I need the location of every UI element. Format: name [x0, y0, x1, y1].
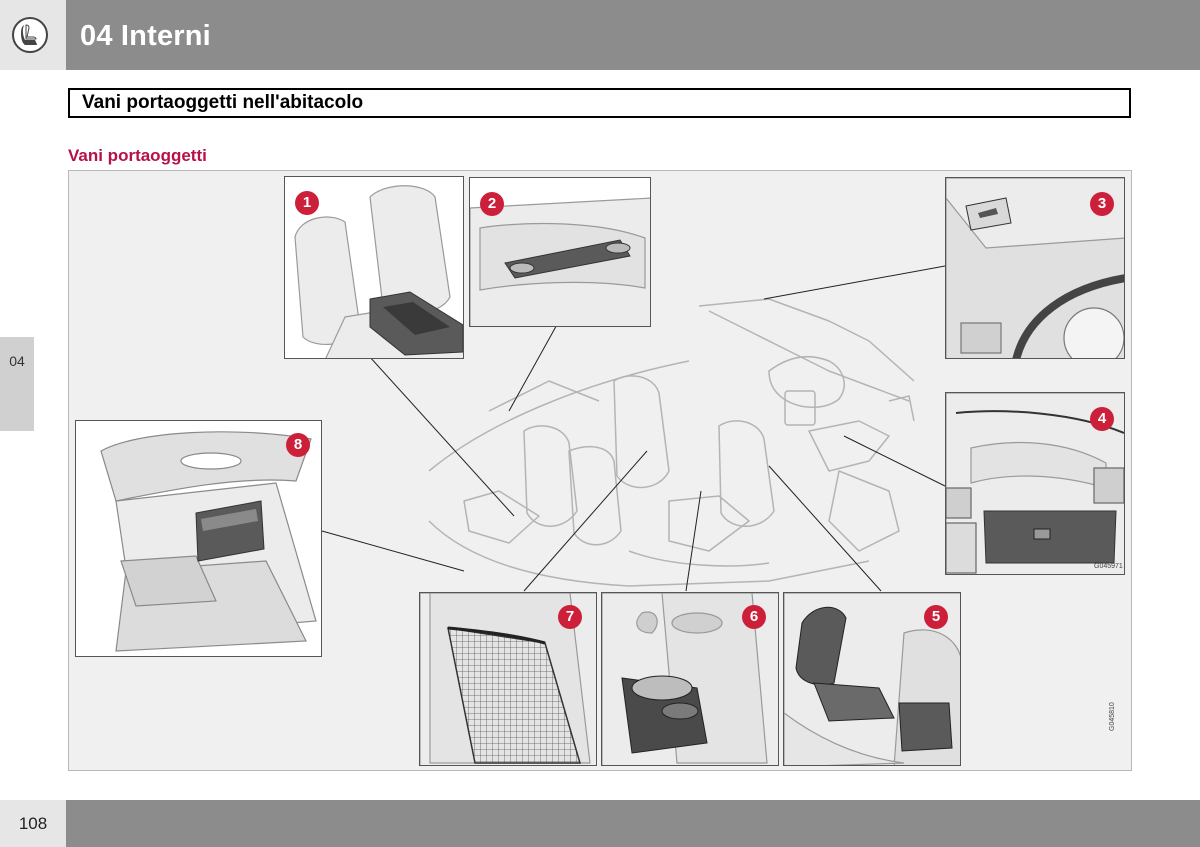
panel-6-cup-holder: 6 — [601, 592, 779, 766]
panel-4-figure-code: G045971 — [1094, 563, 1123, 570]
car-interior-illustration — [321, 265, 946, 592]
section-title-box: Vani portaoggetti nell'abitacolo — [68, 88, 1131, 118]
chapter-tab-label: 04 — [9, 353, 25, 369]
page-number: 108 — [18, 814, 48, 833]
section-title: Vani portaoggetti nell'abitacolo — [82, 92, 364, 113]
header-band: 04 Interni — [0, 0, 1200, 70]
panel-4-glovebox: 4 G045971 — [945, 392, 1125, 575]
cup-holder-illustration — [602, 593, 778, 765]
callout-4: 4 — [1090, 407, 1114, 431]
panel-5-front-armrest-compartment: 5 — [783, 592, 961, 766]
panel-8-cargo-area: 8 — [75, 420, 322, 657]
glovebox-illustration — [946, 393, 1124, 574]
ticket-holder-illustration — [946, 178, 1124, 358]
cargo-area-illustration — [100, 431, 317, 652]
armrest-compartment-illustration — [784, 593, 960, 765]
callout-8: 8 — [286, 433, 310, 457]
callout-7: 7 — [558, 605, 582, 629]
panel-1-rear-armrest-storage: 1 — [284, 176, 464, 359]
header-icon-box — [0, 0, 66, 70]
seat-icon — [12, 17, 48, 53]
callout-1: 1 — [295, 191, 319, 215]
net-pocket-illustration — [420, 593, 596, 765]
storage-compartments-figure: 1 2 3 — [68, 170, 1132, 771]
subsection-title: Vani portaoggetti — [68, 146, 207, 165]
panel-7-seat-net-pocket: 7 — [419, 592, 597, 766]
panel-2-upper-storage: 2 — [469, 177, 651, 327]
chapter-side-tab: 04 — [0, 337, 34, 431]
chapter-title: 04 Interni — [80, 20, 211, 52]
callout-3: 3 — [1090, 192, 1114, 216]
page-number-box — [0, 800, 66, 847]
footer-band — [66, 800, 1200, 847]
panel-3-ticket-holder: 3 — [945, 177, 1125, 359]
dashboard-storage-illustration — [470, 197, 650, 326]
figure-code: G045810 — [1109, 702, 1116, 731]
callout-5: 5 — [924, 605, 948, 629]
callout-6: 6 — [742, 605, 766, 629]
callout-2: 2 — [480, 192, 504, 216]
rear-seat-illustration — [294, 185, 463, 358]
